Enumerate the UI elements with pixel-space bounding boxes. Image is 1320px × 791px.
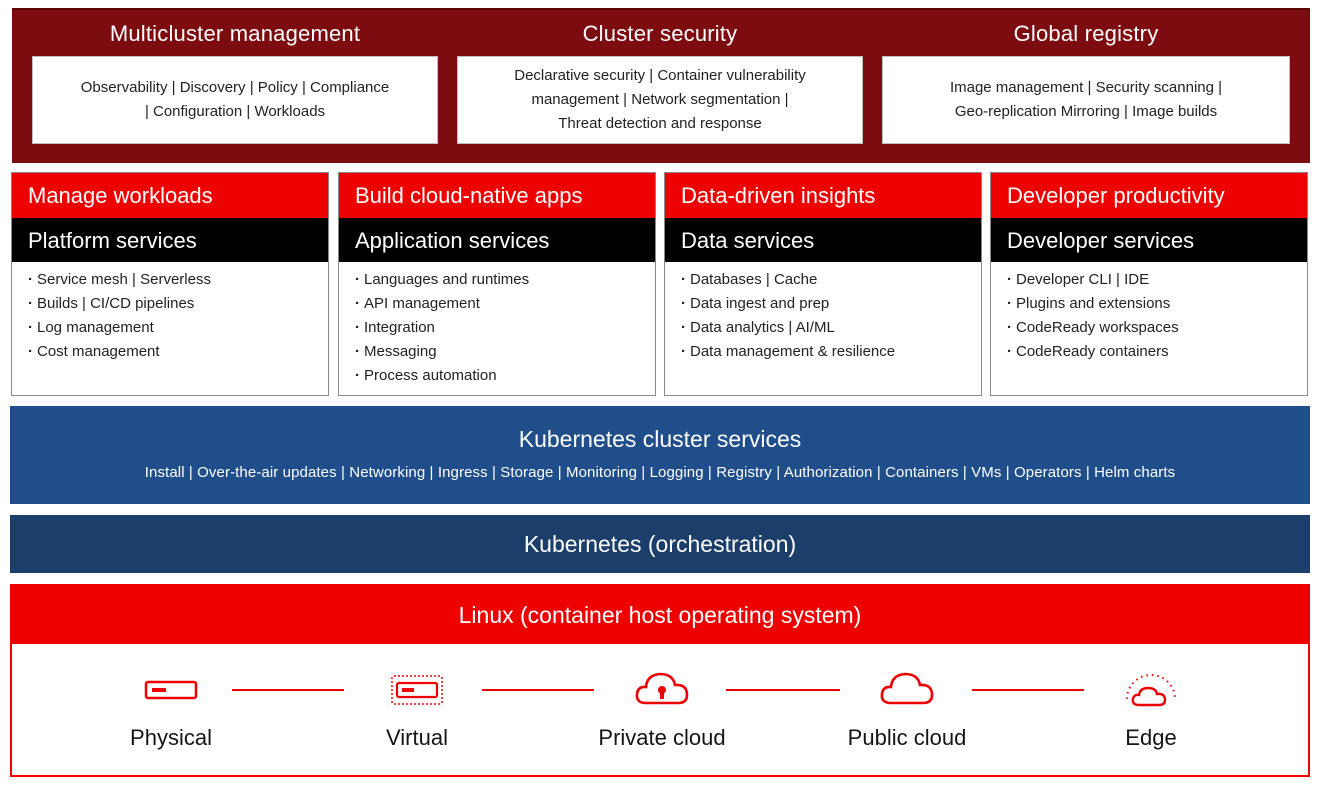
panel-body-line: Declarative security | Container vulnera… xyxy=(514,67,806,84)
service-list: Languages and runtimes API management In… xyxy=(339,262,655,388)
list-item: Data ingest and prep xyxy=(681,292,981,316)
server-icon xyxy=(86,668,256,712)
env-public-cloud: Public cloud xyxy=(822,668,992,751)
data-services-column: Data-driven insights Data services Datab… xyxy=(664,172,982,396)
list-item: Languages and runtimes xyxy=(355,268,655,292)
env-label: Physical xyxy=(130,725,212,750)
panel-title: Multicluster management xyxy=(109,21,361,46)
band-list: Install | Over-the-air updates | Network… xyxy=(144,464,1176,481)
column-black-heading: Application services xyxy=(339,218,655,262)
connector-line xyxy=(482,689,594,691)
env-edge: Edge xyxy=(1066,668,1236,751)
connector-line xyxy=(726,689,840,691)
env-label: Virtual xyxy=(386,725,448,750)
service-list: Developer CLI | IDE Plugins and extensio… xyxy=(991,262,1307,364)
column-black-heading: Platform services xyxy=(12,218,328,262)
panel-body-line: Observability | Discovery | Policy | Com… xyxy=(80,79,390,96)
management-band: Multicluster management Observability | … xyxy=(12,8,1310,163)
platform-services-column: Manage workloads Platform services Servi… xyxy=(11,172,329,396)
list-item: Messaging xyxy=(355,340,655,364)
list-item: Cost management xyxy=(28,340,328,364)
env-label: Edge xyxy=(1125,725,1177,750)
column-black-heading: Developer services xyxy=(991,218,1307,262)
panel-body-line: | Configuration | Workloads xyxy=(144,103,326,120)
list-item: CodeReady workspaces xyxy=(1007,316,1307,340)
panel-body-line: Geo-replication Mirroring | Image builds xyxy=(954,103,1218,120)
env-virtual: Virtual xyxy=(332,668,502,751)
panel-body-line: Image management | Security scanning | xyxy=(949,79,1223,96)
multicluster-management-panel: Multicluster management Observability | … xyxy=(32,10,438,165)
list-item: Integration xyxy=(355,316,655,340)
virtual-server-icon xyxy=(332,668,502,712)
panel-body: Observability | Discovery | Policy | Com… xyxy=(32,56,438,144)
column-red-heading: Manage workloads xyxy=(12,173,328,218)
panel-title: Global registry xyxy=(1013,21,1159,46)
column-red-heading: Build cloud-native apps xyxy=(339,173,655,218)
column-black-heading: Data services xyxy=(665,218,981,262)
cloud-icon xyxy=(822,668,992,712)
panel-body-line: Threat detection and response xyxy=(558,115,762,132)
list-item: Service mesh | Serverless xyxy=(28,268,328,292)
band-title: Linux (container host operating system) xyxy=(12,586,1308,644)
column-red-heading: Data-driven insights xyxy=(665,173,981,218)
connector-line xyxy=(972,689,1084,691)
connector-line xyxy=(232,689,344,691)
edge-cloud-icon xyxy=(1066,668,1236,712)
panel-body-line: management | Network segmentation | xyxy=(531,91,789,108)
list-item: Developer CLI | IDE xyxy=(1007,268,1307,292)
list-item: API management xyxy=(355,292,655,316)
env-physical: Physical xyxy=(86,668,256,751)
list-item: CodeReady containers xyxy=(1007,340,1307,364)
application-services-column: Build cloud-native apps Application serv… xyxy=(338,172,656,396)
list-item: Log management xyxy=(28,316,328,340)
kubernetes-orchestration-band: Kubernetes (orchestration) xyxy=(10,515,1310,573)
service-list: Service mesh | Serverless Builds | CI/CD… xyxy=(12,262,328,364)
private-cloud-icon xyxy=(577,668,747,712)
panel-body: Declarative security | Container vulnera… xyxy=(457,56,863,144)
global-registry-panel: Global registry Image management | Secur… xyxy=(882,10,1290,165)
cluster-security-panel: Cluster security Declarative security | … xyxy=(457,10,863,165)
list-item: Data analytics | AI/ML xyxy=(681,316,981,340)
list-item: Data management & resilience xyxy=(681,340,981,364)
panel-title: Cluster security xyxy=(582,21,738,46)
developer-services-column: Developer productivity Developer service… xyxy=(990,172,1308,396)
band-title: Kubernetes cluster services xyxy=(518,426,802,452)
column-red-heading: Developer productivity xyxy=(991,173,1307,218)
service-list: Databases | Cache Data ingest and prep D… xyxy=(665,262,981,364)
list-item: Databases | Cache xyxy=(681,268,981,292)
kubernetes-cluster-services-band: Kubernetes cluster services Install | Ov… xyxy=(10,406,1310,504)
env-label: Private cloud xyxy=(598,725,726,750)
list-item: Process automation xyxy=(355,364,655,388)
list-item: Plugins and extensions xyxy=(1007,292,1307,316)
panel-body: Image management | Security scanning | G… xyxy=(882,56,1290,144)
list-item: Builds | CI/CD pipelines xyxy=(28,292,328,316)
env-private-cloud: Private cloud xyxy=(577,668,747,751)
linux-host-band: Linux (container host operating system) … xyxy=(10,584,1310,777)
env-label: Public cloud xyxy=(847,725,967,750)
